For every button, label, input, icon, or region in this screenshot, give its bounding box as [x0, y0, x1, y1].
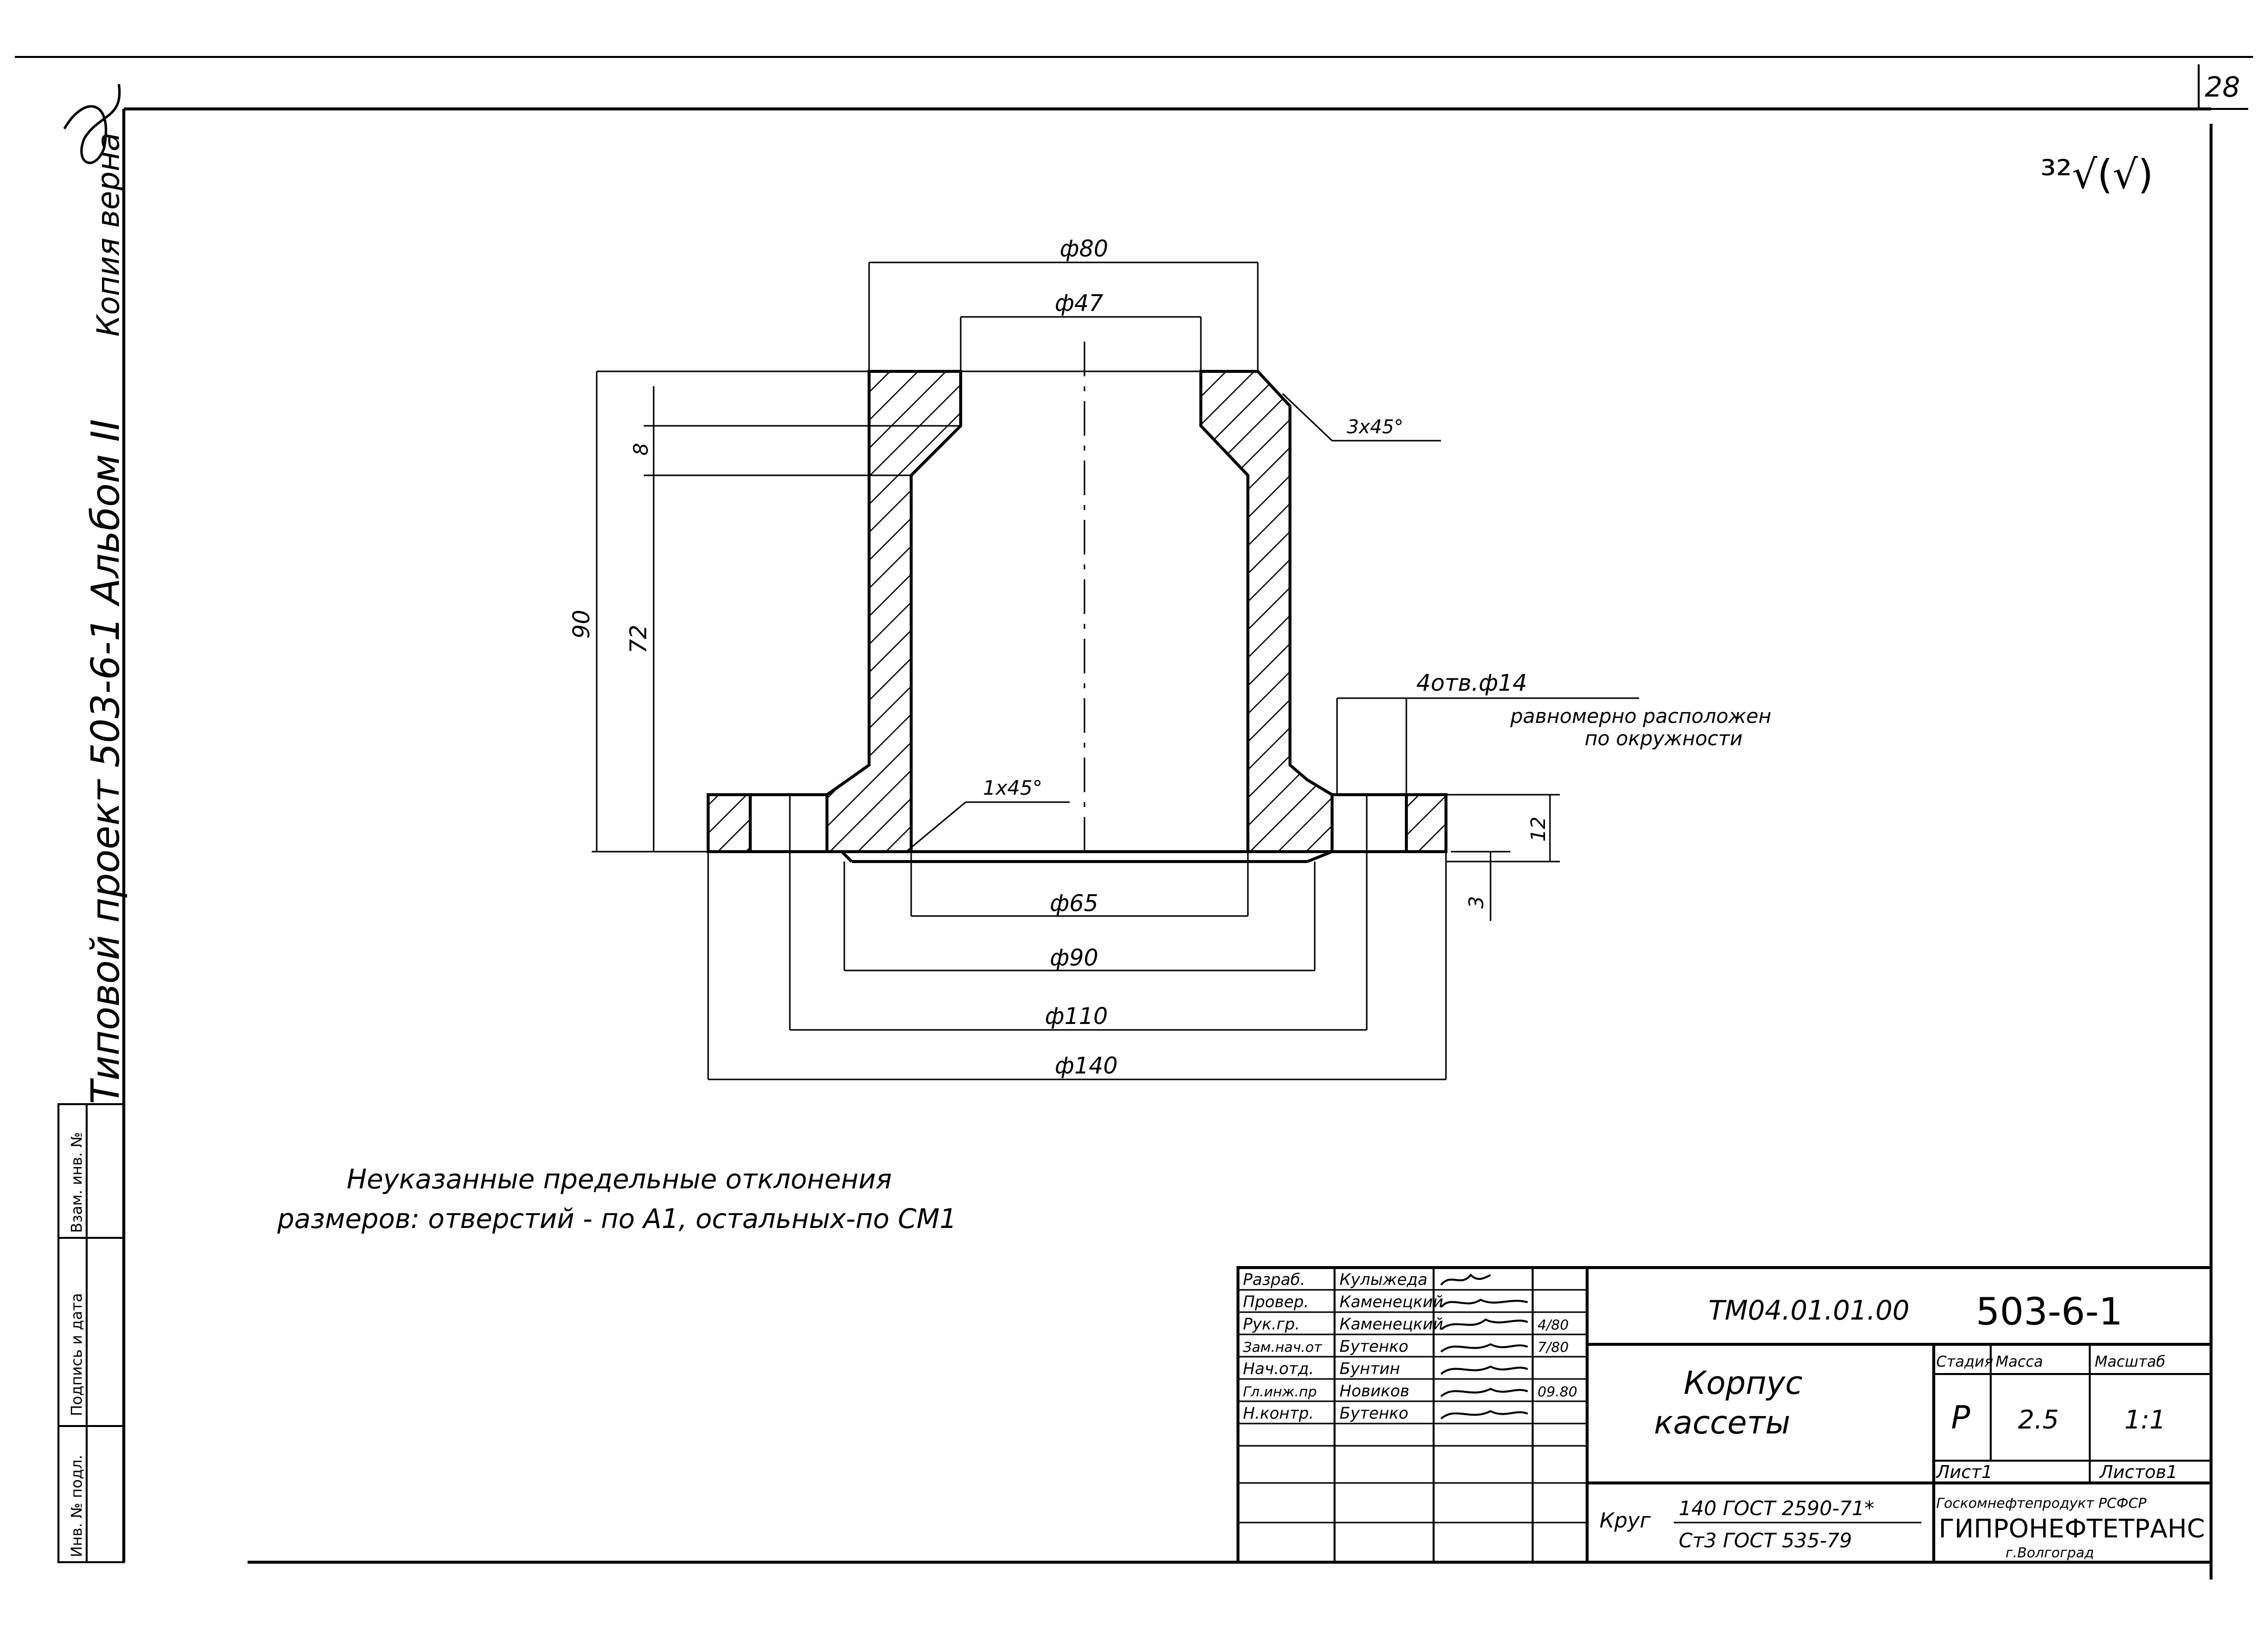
tb-scale: 1:1	[2124, 1405, 2166, 1435]
side-project-text: Типовой проект 503-6-1 Альбом II	[84, 419, 128, 1104]
dim-chamfer-bottom: 1х45°	[983, 777, 1042, 800]
part-section	[707, 342, 1447, 863]
section-right-wall	[1199, 370, 1334, 853]
dim-chamfer-top: 3х45°	[1347, 416, 1403, 438]
dim-d90: ф90	[1050, 944, 1098, 971]
dim-d140: ф140	[1055, 1052, 1118, 1079]
dim-h72: 72	[625, 624, 652, 654]
tb-stage: Р	[1951, 1400, 1970, 1436]
flange-left-end	[707, 793, 752, 853]
tb-name-2: Каменецкий	[1340, 1292, 1443, 1311]
title-block	[1237, 1266, 2213, 1564]
tb-name-5: Бунтин	[1340, 1359, 1400, 1378]
side-stamp-inv: Инв. № подл.	[68, 1455, 86, 1557]
sheet-frame	[15, 56, 2253, 1580]
side-stamp	[57, 1103, 125, 1563]
tb-col-scale: Масштаб	[2095, 1353, 2165, 1371]
side-stamp-sign: Подпись и дата	[68, 1293, 86, 1417]
tb-role-2: Провер.	[1243, 1292, 1309, 1311]
tb-name-1: Кулыжеда	[1340, 1270, 1428, 1289]
tb-sheet: Лист1	[1935, 1462, 1993, 1482]
tb-org-top: Госкомнефтепродукт РСФСР	[1936, 1495, 2147, 1511]
tb-name-6: Новиков	[1340, 1381, 1409, 1400]
dim-h12: 12	[1527, 816, 1550, 842]
dim-h3: 3	[1465, 896, 1488, 909]
page-number: 28	[2205, 71, 2240, 103]
dim-d110: ф110	[1045, 1003, 1108, 1029]
tb-material-label: Круг	[1599, 1508, 1651, 1532]
dim-holes-note-1: равномерно расположен	[1510, 705, 1771, 728]
tb-mass: 2.5	[2018, 1405, 2059, 1435]
tb-project: 503-6-1	[1976, 1289, 2123, 1333]
dimension-lines	[592, 261, 1639, 1080]
tb-date-b: 09.80	[1538, 1383, 1577, 1400]
tb-sheets: Листов1	[2099, 1462, 2177, 1482]
tb-role-4: Зам.нач.от	[1243, 1339, 1322, 1355]
tb-role-7: Н.контр.	[1243, 1404, 1314, 1423]
flange-right-end	[1405, 793, 1447, 853]
dim-h90: 90	[568, 610, 595, 639]
note-line-2: размеров: отверстий - по А1, остальных-п…	[277, 1203, 957, 1234]
dimension-labels: ф80 ф47 3х45° 8 90 72 4отв.ф14 равномерн…	[568, 235, 1771, 1079]
copy-note: Копия верна	[90, 133, 126, 337]
tb-org-city: г.Волгоград	[2006, 1544, 2094, 1561]
tb-role-1: Разраб.	[1243, 1270, 1305, 1289]
tb-name-3: Каменецкий	[1340, 1315, 1443, 1333]
dim-h8: 8	[630, 443, 653, 456]
section-left-wall	[825, 370, 962, 853]
dim-d80: ф80	[1060, 235, 1108, 262]
tb-col-mass: Масса	[1996, 1353, 2043, 1371]
tb-material-bottom: Ст3 ГОСТ 535-79	[1679, 1530, 1852, 1552]
dim-holes: 4отв.ф14	[1416, 669, 1527, 696]
tb-org-name: ГИПРОНЕФТЕТРАНС	[1939, 1514, 2205, 1544]
tb-col-stage: Стадия	[1936, 1353, 1993, 1371]
tb-material-top: 140 ГОСТ 2590-71*	[1679, 1497, 1874, 1520]
tb-name-7: Бутенко	[1340, 1404, 1408, 1423]
tb-date-a: 4/80	[1538, 1317, 1569, 1333]
title-block-signatures	[1440, 1274, 1528, 1420]
side-stamp-replace: Взам. инв. №	[68, 1132, 86, 1233]
tb-role-3: Рук.гр.	[1243, 1315, 1300, 1333]
tb-role-6: Гл.инж.пр	[1243, 1383, 1317, 1400]
tb-role-5: Нач.отд.	[1243, 1359, 1314, 1378]
tb-doc-code: ТМ04.01.01.00	[1708, 1295, 1909, 1326]
note-line-1: Неуказанные предельные отклонения	[347, 1164, 892, 1195]
dim-holes-note-2: по окружности	[1585, 727, 1743, 750]
dim-d65: ф65	[1050, 890, 1098, 917]
tb-name-4: Бутенко	[1340, 1337, 1408, 1356]
surface-finish-symbol: ³²√(√)	[2040, 152, 2154, 198]
tb-date-c: 7/80	[1538, 1339, 1569, 1355]
tb-name-line2: кассеты	[1654, 1405, 1790, 1441]
tb-name-line1: Корпус	[1684, 1365, 1803, 1402]
dim-d47: ф47	[1055, 290, 1103, 316]
signature-mark	[63, 84, 121, 164]
